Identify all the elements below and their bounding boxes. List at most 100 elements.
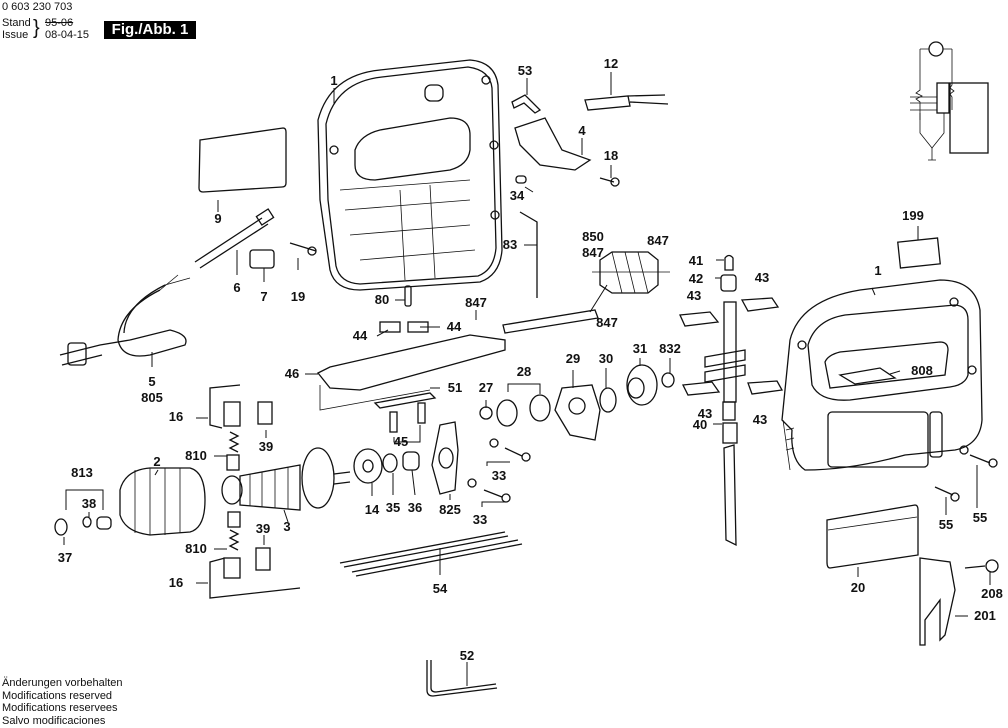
- part-label-cord-sleeve: 6: [233, 280, 240, 295]
- part-label-guide-piece-top-right: 43: [755, 270, 769, 285]
- part-label-label-plate: 199: [902, 208, 924, 223]
- field-winding-drawing: [119, 467, 206, 536]
- part-label-cord-clamp: 7: [260, 289, 267, 304]
- part-label-gear-housing-plate: 46: [285, 366, 299, 381]
- issue-label: Issue: [2, 29, 29, 41]
- part-label-bearing-37: 37: [58, 550, 72, 565]
- part-label-carbon-brush-bottom: 810: [185, 541, 207, 556]
- part-label-guide-piece-bottom-left: 43: [698, 406, 712, 421]
- part-label-hex-key: 83: [503, 237, 517, 252]
- part-label-brush-holder-top: 16: [169, 409, 183, 424]
- footer-line-de: Änderungen vorbehalten: [2, 677, 123, 689]
- bearing-flange-drawing: [431, 421, 459, 495]
- part-label-bushing: 36: [408, 500, 422, 515]
- allen-key-drawing: [426, 660, 498, 697]
- part-label-washers: 28: [517, 364, 531, 379]
- switch-drawing: [514, 117, 592, 171]
- part-label-angle-bracket: 53: [518, 63, 532, 78]
- part-label-lock-washer: 27: [479, 380, 493, 395]
- part-label-housing-half-left: 1: [330, 73, 337, 88]
- part-label-spring: 41: [689, 253, 703, 268]
- footer-line-en: Modifications reserved: [2, 689, 113, 702]
- stand-value: 95-06: [45, 17, 74, 29]
- part-label-type-label: 808: [911, 363, 933, 378]
- part-label-plate-strip: 51: [448, 380, 462, 395]
- part-label-clamp-screw: 19: [291, 289, 305, 304]
- armature-drawing: [221, 447, 351, 511]
- part-label-socket-screws: 45: [394, 434, 408, 449]
- part-label-suppressor-capacitor: 12: [604, 56, 618, 71]
- brace: }: [33, 17, 40, 39]
- clamp-drawing: [249, 249, 275, 269]
- part-label-nameplate: 9: [214, 211, 221, 226]
- part-label-sleeve: 42: [689, 271, 703, 286]
- part-label-mains-cable-alt: 805: [141, 390, 163, 405]
- part-label-slider-left: 44: [353, 328, 368, 343]
- part-label-dowel-pin: 80: [375, 292, 389, 307]
- part-label-screw-set-top: 33: [492, 468, 506, 483]
- part-label-bearing-flange: 825: [439, 502, 461, 517]
- saw-blades-drawing: [339, 531, 523, 577]
- footer-line-fr: Modifications reservees: [2, 702, 118, 714]
- part-label-guide-rail: 847: [465, 295, 487, 310]
- spindle-drawing: [704, 254, 746, 547]
- leader-lines: [63, 72, 991, 686]
- eccentric-drawing: [592, 251, 670, 294]
- part-label-brush-clip-top: 39: [259, 439, 273, 454]
- part-label-switch-screw: 18: [604, 148, 618, 163]
- part-label-screw-set-bottom: 33: [473, 512, 487, 527]
- part-label-housing-screw-left: 55: [939, 517, 953, 532]
- brush-holder-top-drawing: [209, 384, 241, 429]
- stand-label: Stand: [2, 17, 31, 29]
- housing-left-drawing: [317, 59, 503, 291]
- footer-line-es: Salvo modificaciones: [2, 714, 106, 727]
- part-label-eccentric-assembly: 850: [582, 229, 604, 244]
- part-label-allen-key: 52: [460, 648, 474, 663]
- cord-sleeve-drawing: [194, 217, 269, 269]
- part-label-slider-right: 44: [447, 319, 462, 334]
- part-label-switch: 4: [578, 123, 586, 138]
- saw-blade-drawing: [723, 444, 737, 547]
- part-label-gear-wheel: 31: [633, 341, 647, 356]
- part-label-guide-piece-top-left: 43: [687, 288, 701, 303]
- part-label-guide-screw: 208: [981, 586, 1003, 601]
- part-label-bearing-set: 813: [71, 465, 93, 480]
- part-label-eccentric-part-top-left: 847: [582, 245, 604, 260]
- part-label-housing-screw-right: 55: [973, 510, 987, 525]
- part-label-mains-cable: 5: [148, 374, 155, 389]
- part-label-armature: 3: [283, 519, 290, 534]
- part-label-field-winding: 2: [153, 454, 160, 469]
- part-label-ring: 30: [599, 351, 613, 366]
- hex-key-drawing: [519, 211, 538, 298]
- part-label-ball-bearing: 14: [365, 502, 380, 517]
- capacitor-drawing: [584, 94, 669, 111]
- wiring-schematic: [910, 41, 989, 161]
- issue-value: 08-04-15: [45, 29, 90, 41]
- part-label-eccentric-part-top-right: 847: [647, 233, 669, 248]
- cable-drawing: [117, 289, 187, 357]
- part-number: 0 603 230 703: [2, 1, 73, 13]
- part-label-parallel-guide: 201: [974, 608, 996, 623]
- part-label-pin: 34: [510, 188, 525, 203]
- brush-holder-bottom-drawing: [209, 557, 301, 599]
- part-label-carbon-brush-top: 810: [185, 448, 207, 463]
- part-label-washer-38: 38: [82, 496, 96, 511]
- part-label-housing-half-right: 1: [874, 263, 881, 278]
- part-label-brush-clip-bottom: 39: [256, 521, 270, 536]
- part-label-seal-ring: 35: [386, 500, 400, 515]
- cover-plate-drawing: [826, 504, 919, 569]
- part-label-needle-bearing: 832: [659, 341, 681, 356]
- nameplate-drawing: [198, 127, 287, 193]
- part-label-saw-blades: 54: [433, 581, 448, 596]
- parallel-guide-drawing: [919, 557, 956, 646]
- figure-label: Fig./Abb. 1: [104, 21, 196, 39]
- housing-right-drawing: [781, 279, 983, 471]
- part-label-cam-plate: 29: [566, 351, 580, 366]
- part-label-cover-plate: 20: [851, 580, 865, 595]
- footer-notes: Änderungen vorbehalten Modifications res…: [2, 677, 122, 727]
- part-label-blade-holder: 40: [693, 417, 707, 432]
- plate-drawing: [316, 334, 506, 391]
- part-label-brush-holder-bottom: 16: [169, 575, 183, 590]
- part-label-eccentric-part-bottom: 847: [596, 315, 618, 330]
